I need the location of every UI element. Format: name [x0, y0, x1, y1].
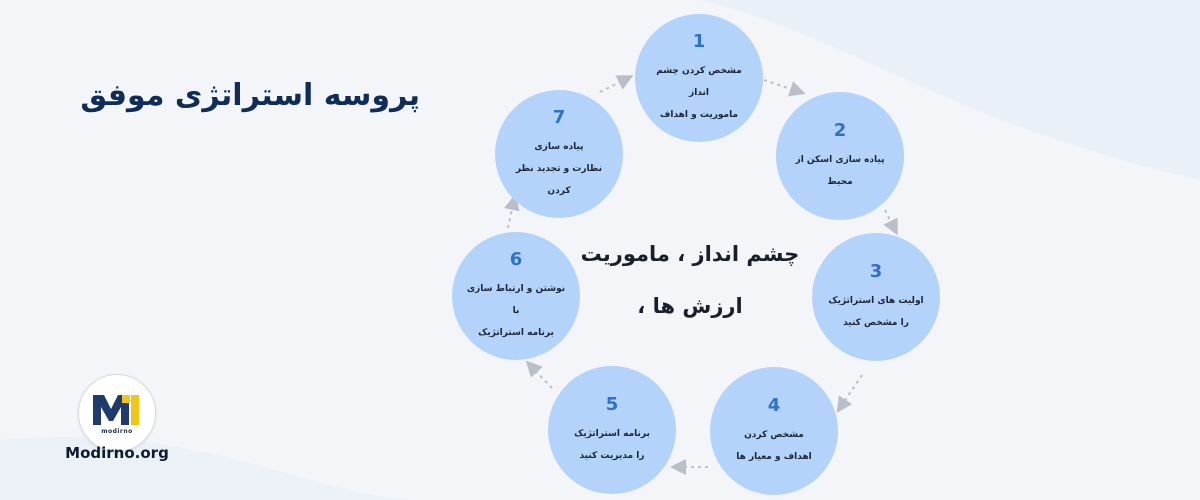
step-text-line: مشخص کردن [744, 429, 804, 440]
step-text-line: برنامه استراتژیک [574, 428, 650, 439]
step-text-line: ماموریت و اهداف [659, 109, 739, 120]
step-2-circle: 2 پیاده سازی اسکن از محیط [776, 92, 904, 220]
step-text-line: محیط [827, 176, 853, 187]
step-text-line: پیاده سازی اسکن از [795, 154, 885, 165]
step-text-line: مشخص کردن چشم انداز [656, 65, 742, 98]
step-text-line: را مشخص کنید [843, 317, 909, 328]
step-number: 6 [509, 248, 523, 270]
step-number: 3 [869, 260, 883, 282]
step-number: 1 [692, 30, 706, 52]
step-6-circle: 6 نوشتن و ارتباط سازی با برنامه استراتژی… [452, 232, 580, 360]
arrow-2-to-3 [883, 209, 898, 236]
site-url[interactable]: Modirno.org [65, 444, 169, 462]
step-text-line: برنامه استراتژیک [478, 327, 554, 338]
arrow-1-to-2 [763, 79, 806, 97]
center-text: چشم انداز ، ماموریت ارزش ها ، [560, 228, 820, 332]
step-7-circle: 7 پیاده سازی نظارت و تجدید نظر کردن [495, 90, 623, 218]
step-4-circle: 4 مشخص کردن اهداف و معیار ها [710, 367, 838, 495]
step-text-line: اهداف و معیار ها [736, 451, 812, 462]
logo-wordmark: modirno [101, 428, 133, 435]
step-3-circle: 3 اولیت های استراتژیک را مشخص کنید [812, 233, 940, 361]
arrow-7-to-1 [599, 75, 634, 93]
arrow-5-to-6 [525, 360, 553, 389]
page-title: پروسه استراتژی موفق [80, 78, 420, 113]
arrow-3-to-4 [836, 374, 863, 413]
step-1-circle: 1 مشخص کردن چشم انداز ماموریت و اهداف [635, 14, 763, 142]
step-number: 5 [605, 393, 619, 415]
step-text-line: را مدیریت کنید [579, 450, 645, 461]
step-number: 2 [833, 119, 847, 141]
step-text-line: پیاده سازی [534, 141, 584, 152]
step-text-line: نظارت و تجدید نظر کردن [515, 163, 603, 196]
step-number: 7 [552, 106, 566, 128]
arrow-6-to-7 [504, 194, 520, 229]
step-5-circle: 5 برنامه استراتژیک را مدیریت کنید [548, 366, 676, 494]
logo: modirno [78, 374, 156, 452]
center-text-line-1: چشم انداز ، ماموریت [580, 242, 800, 266]
step-text-line: نوشتن و ارتباط سازی با [466, 283, 566, 316]
center-text-line-2: ارزش ها ، [637, 294, 743, 318]
step-number: 4 [767, 394, 781, 416]
step-text-line: اولیت های استراتژیک [828, 295, 924, 306]
logo-icon [93, 395, 139, 425]
